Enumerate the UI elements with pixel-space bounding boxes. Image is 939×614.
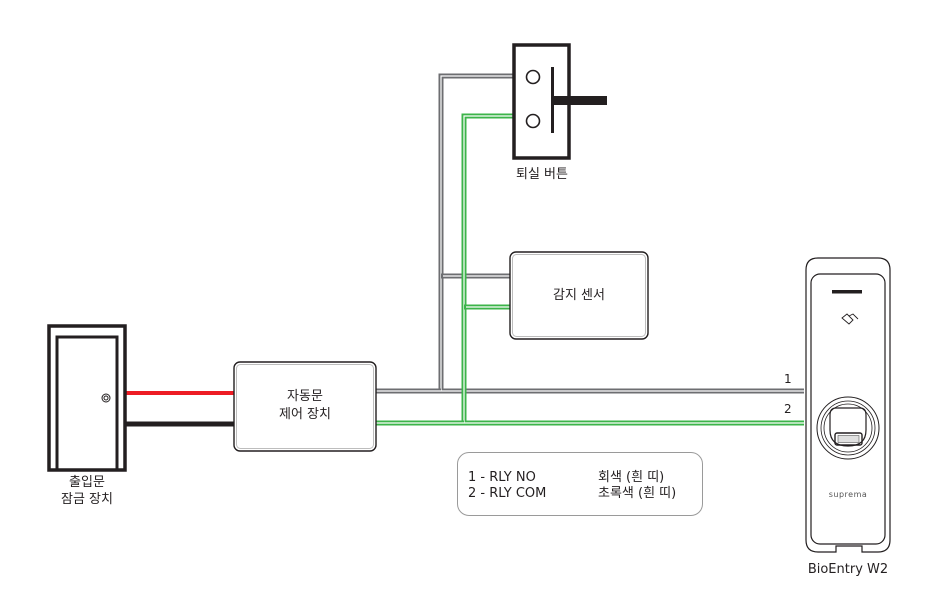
wire-legend: 1 - RLY NO 회색 (흰 띠) 2 - RLY COM 초록색 (흰 띠… <box>457 452 703 516</box>
door-lock-label-line1: 출입문 <box>69 475 105 490</box>
door-controller-label: 자동문 제어 장치 <box>234 388 376 424</box>
exit-button-symbol <box>512 43 607 160</box>
door-lock-label: 출입문 잠금 장치 <box>37 474 137 508</box>
legend-color-2: 초록색 (흰 띠) <box>598 486 677 501</box>
wire-number-2: 2 <box>784 402 792 416</box>
gray-wire <box>376 73 804 394</box>
door-lock-symbol <box>47 324 127 472</box>
door-controller-label-line1: 자동문 <box>287 389 323 404</box>
door-lock-label-line2: 잠금 장치 <box>61 492 113 507</box>
door-controller-box <box>233 361 377 452</box>
wire-number-1: 1 <box>784 372 792 386</box>
sensor-box <box>509 251 649 340</box>
green-wire <box>376 113 804 426</box>
legend-pin-1: 1 - RLY NO <box>468 470 536 485</box>
bioentry-w2-device <box>805 257 891 553</box>
door-controller-label-line2: 제어 장치 <box>279 407 331 422</box>
device-label: BioEntry W2 <box>807 562 889 577</box>
sensor-label: 감지 센서 <box>553 288 605 303</box>
device-brand: suprema <box>828 490 868 499</box>
legend-pin-2: 2 - RLY COM <box>468 486 547 501</box>
legend-color-1: 회색 (흰 띠) <box>598 470 665 485</box>
exit-button-label: 퇴실 버튼 <box>516 167 568 182</box>
